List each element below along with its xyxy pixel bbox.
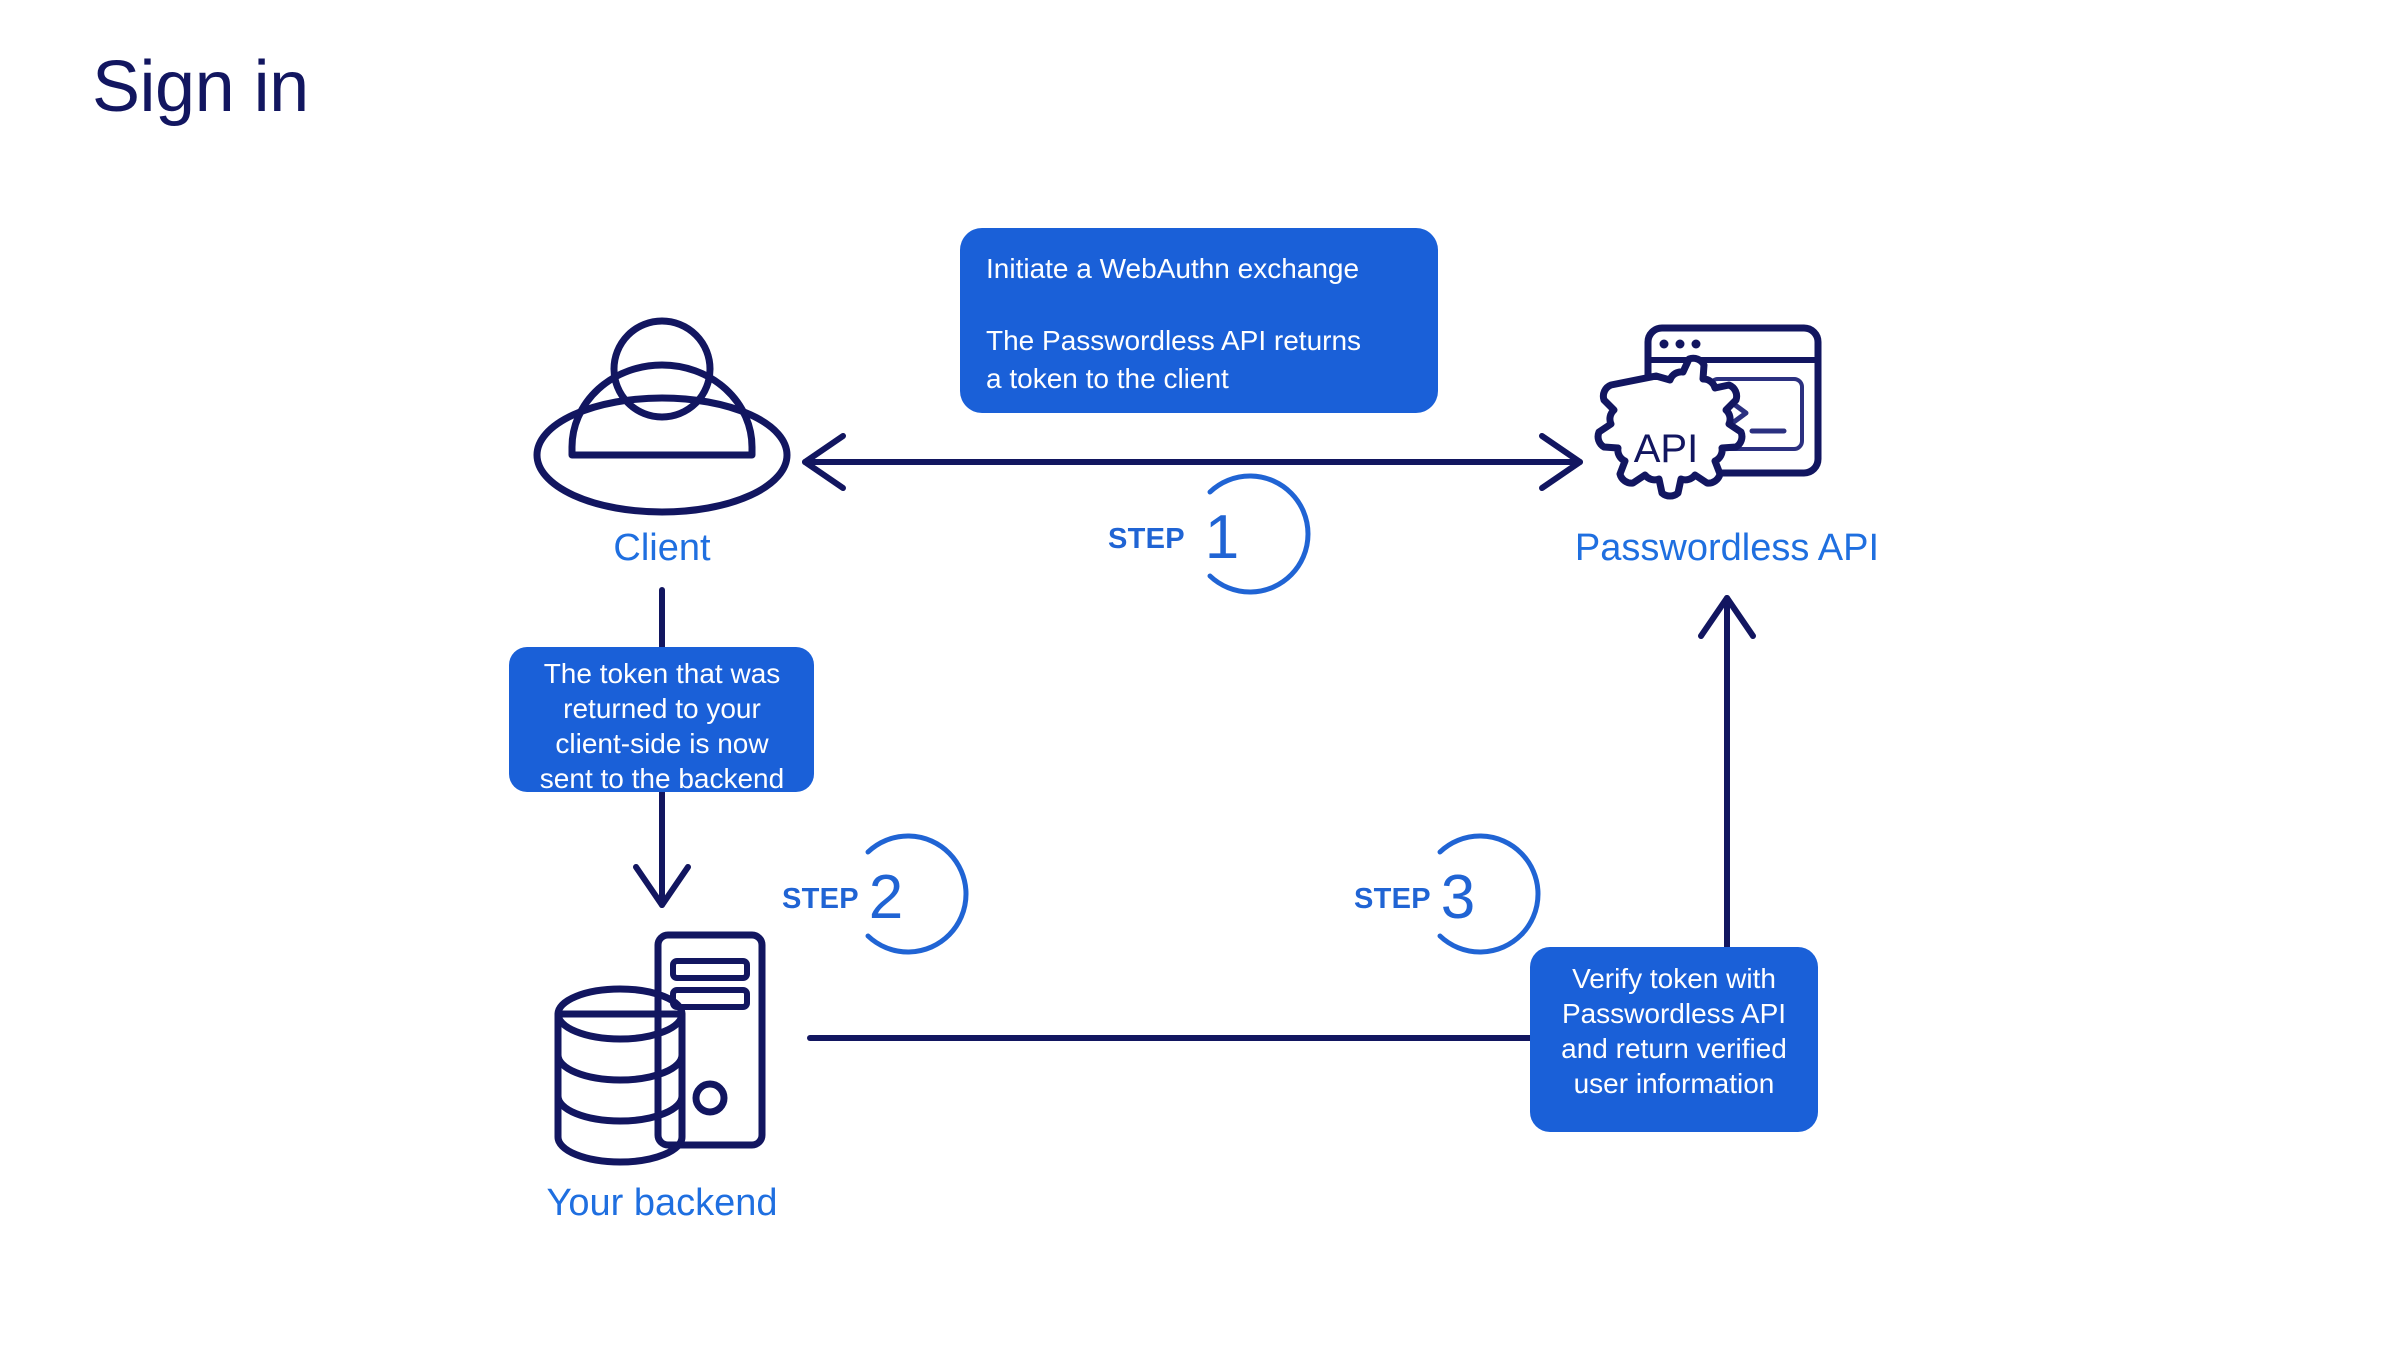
step-badge-1: STEP 1: [1108, 473, 1311, 595]
your-backend-label: Your backend: [546, 1182, 777, 1224]
callout-step2: The token that was returned to your clie…: [509, 647, 814, 794]
server-slot-icon: [670, 987, 750, 1010]
gear-api-label: API: [1634, 427, 1698, 471]
callout-step3-line-4: user information: [1574, 1068, 1775, 1099]
step-3-number: 3: [1441, 863, 1475, 932]
callout-step3-line-1: Verify token with: [1572, 963, 1776, 994]
callout-step2-line-4: sent to the backend: [540, 763, 784, 794]
database-body-icon: [554, 1010, 686, 1166]
step-3-word: STEP: [1354, 883, 1431, 915]
window-dot-icon: [1659, 339, 1669, 349]
step-badge-2: STEP 2: [782, 833, 969, 955]
node-passwordless-api: API Passwordless API: [1575, 324, 1879, 569]
server-power-button-icon: [692, 1080, 728, 1116]
step-1-word: STEP: [1108, 523, 1185, 555]
callout-step2-box: [509, 647, 814, 792]
database-server-icon: [554, 931, 766, 1166]
callout-step3-line-3: and return verified: [1561, 1033, 1787, 1064]
callout-step3: Verify token with Passwordless API and r…: [1530, 947, 1818, 1132]
passwordless-api-label: Passwordless API: [1575, 527, 1879, 569]
connector-client-api-bidirectional: [802, 433, 1583, 491]
callout-step1-line-4: a token to the client: [986, 363, 1229, 394]
step-1-number: 1: [1205, 503, 1239, 572]
client-label: Client: [613, 527, 711, 569]
callout-step2-line-2: returned to your: [563, 693, 761, 724]
server-tower-icon: [654, 931, 766, 1149]
connector-callout-api-up: [1698, 595, 1756, 953]
callout-step3-line-2: Passwordless API: [1562, 998, 1786, 1029]
callout-step1-line-1: Initiate a WebAuthn exchange: [986, 253, 1359, 284]
callout-step2-line-3: client-side is now: [555, 728, 769, 759]
database-top-icon: [554, 985, 686, 1043]
callout-step1-box: [960, 228, 1438, 413]
node-client: Client: [533, 317, 791, 569]
api-terminal-gear-icon: API: [1594, 324, 1822, 500]
gear-icon: API: [1594, 354, 1746, 500]
callout-step1: Initiate a WebAuthn exchange The Passwor…: [960, 228, 1438, 413]
window-dot-icon: [1675, 339, 1685, 349]
callout-step1-line-3: The Passwordless API returns: [986, 325, 1361, 356]
callout-step2-line-1: The token that was: [544, 658, 781, 689]
callout-step3-box: [1530, 947, 1818, 1132]
step-2-word: STEP: [782, 883, 859, 915]
step-2-number: 2: [869, 863, 903, 932]
server-slot-icon: [670, 958, 750, 981]
node-your-backend: Your backend: [546, 931, 778, 1224]
page-title: Sign in: [92, 47, 309, 127]
user-avatar-icon: [533, 317, 791, 516]
step-badge-3: STEP 3: [1354, 833, 1541, 955]
window-dot-icon: [1691, 339, 1701, 349]
